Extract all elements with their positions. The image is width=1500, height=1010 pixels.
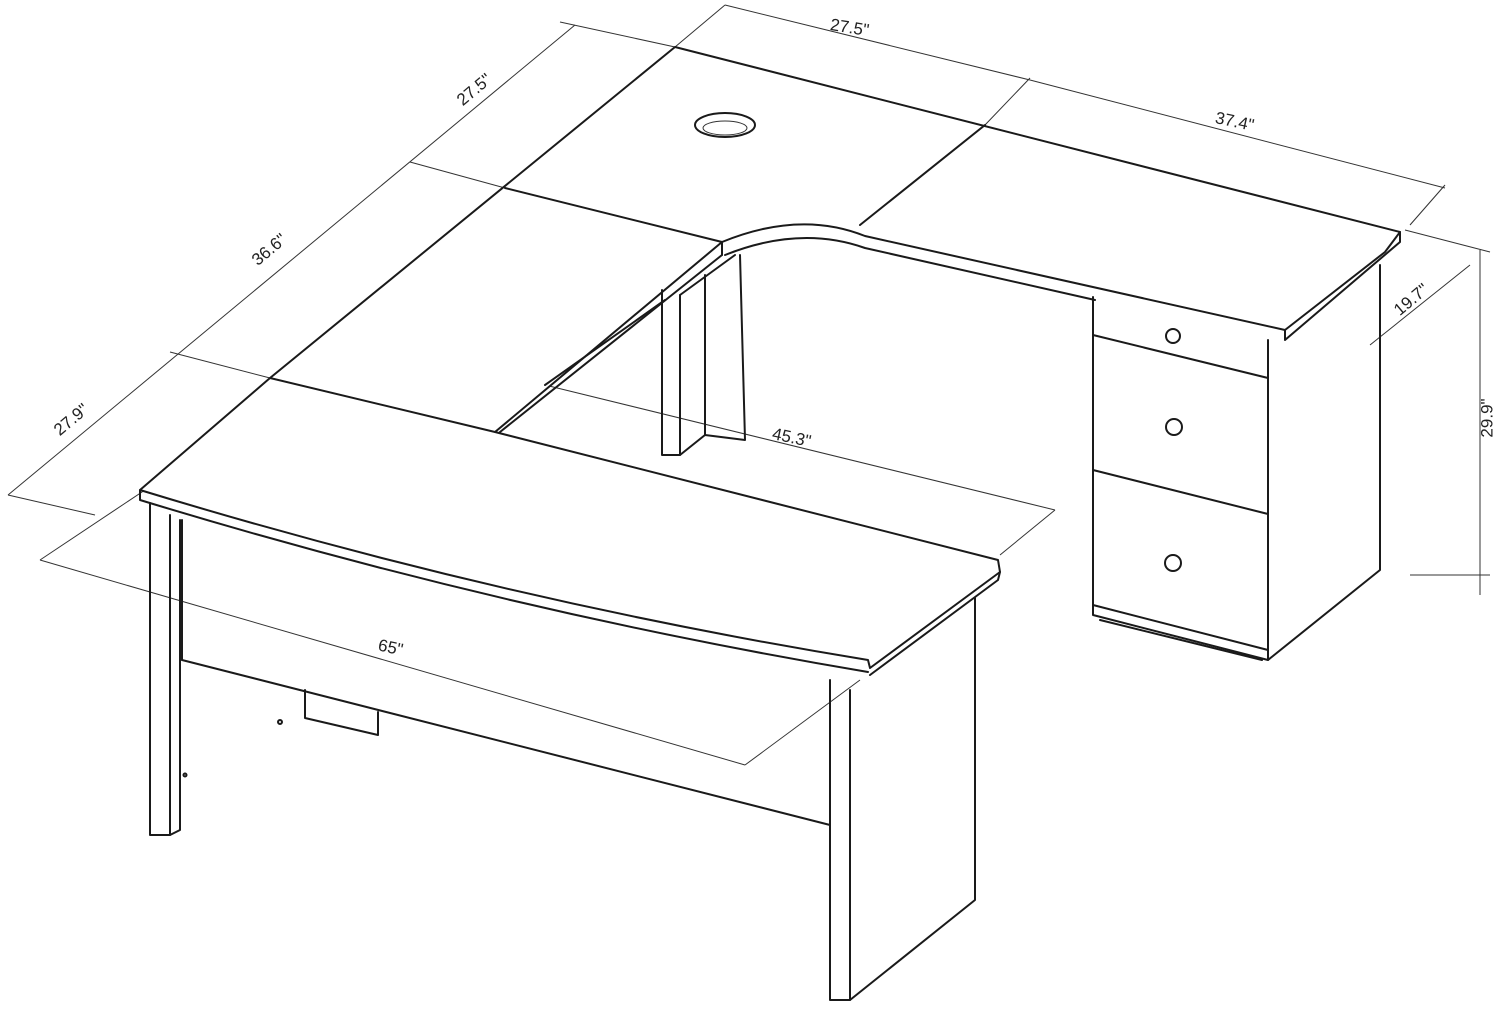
desk-legs bbox=[149, 502, 976, 1001]
drawer-knob-icon bbox=[1165, 328, 1181, 344]
dimension-height: 29.9" bbox=[1477, 398, 1497, 438]
desk-top bbox=[139, 46, 1401, 676]
center-leg bbox=[544, 254, 746, 456]
grommet-icon bbox=[694, 112, 756, 138]
pedestal bbox=[1092, 264, 1381, 661]
dimension-lines bbox=[7, 4, 1491, 766]
drawer-knob-icon bbox=[1165, 418, 1183, 436]
drawer-knob-icon bbox=[1164, 554, 1182, 572]
